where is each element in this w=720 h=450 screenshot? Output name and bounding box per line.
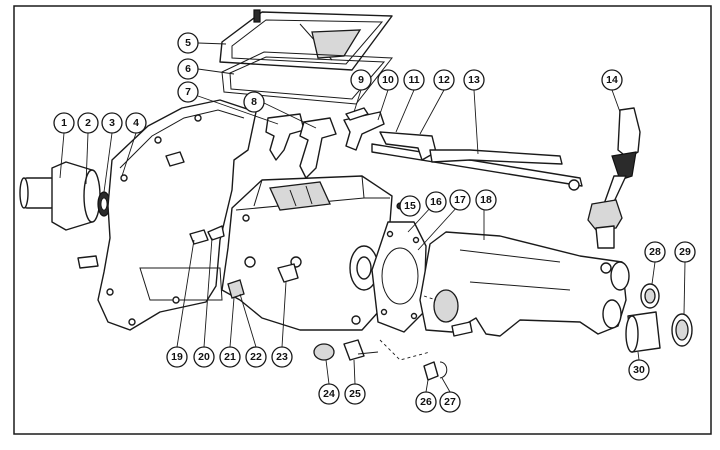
callout-number: 28	[649, 246, 661, 258]
callout-15: 15	[399, 195, 421, 217]
callout-17: 17	[449, 189, 471, 211]
callout-number: 2	[85, 117, 91, 129]
callout-18: 18	[475, 189, 497, 211]
callout-number: 14	[606, 74, 618, 86]
callout-number: 18	[480, 194, 492, 206]
callout-number: 1	[61, 117, 67, 129]
callout-24: 24	[318, 383, 340, 405]
callout-number: 29	[679, 246, 691, 258]
callout-number: 21	[224, 351, 236, 363]
callout-29: 29	[674, 241, 696, 263]
leader-lines	[59, 42, 686, 393]
assembly-guide-line	[379, 339, 431, 361]
input-shaft-assembly	[19, 161, 111, 231]
main-casing	[221, 175, 393, 331]
callout-4: 4	[125, 112, 147, 134]
callout-5: 5	[177, 32, 199, 54]
callout-number: 5	[185, 37, 191, 49]
cover-bolt	[253, 9, 261, 23]
callout-30: 30	[628, 359, 650, 381]
callout-number: 13	[468, 74, 480, 86]
selector-rods	[345, 107, 583, 191]
callout-number: 23	[276, 351, 288, 363]
callout-number: 12	[438, 74, 450, 86]
callout-1: 1	[53, 112, 75, 134]
callout-11: 11	[403, 69, 425, 91]
selector-forks	[265, 111, 385, 179]
callout-number: 4	[133, 117, 139, 129]
gear-lever	[587, 107, 641, 249]
callout-2: 2	[77, 112, 99, 134]
callout-number: 26	[420, 396, 432, 408]
callout-23: 23	[271, 346, 293, 368]
cover-gasket	[221, 51, 393, 105]
callout-number: 3	[109, 117, 115, 129]
callout-6: 6	[177, 58, 199, 80]
callout-number: 6	[185, 63, 191, 75]
callout-number: 10	[382, 74, 394, 86]
callout-7: 7	[177, 81, 199, 103]
callout-number: 19	[171, 351, 183, 363]
callout-number: 16	[430, 196, 442, 208]
callout-13: 13	[463, 69, 485, 91]
callout-22: 22	[245, 346, 267, 368]
callout-14: 14	[601, 69, 623, 91]
callout-16: 16	[425, 191, 447, 213]
callout-3: 3	[101, 112, 123, 134]
callout-21: 21	[219, 346, 241, 368]
callout-number: 24	[323, 388, 335, 400]
callout-19: 19	[166, 346, 188, 368]
callout-number: 7	[185, 86, 191, 98]
callout-number: 22	[250, 351, 262, 363]
callout-10: 10	[377, 69, 399, 91]
rear-gasket	[371, 221, 427, 333]
callout-number: 25	[349, 388, 361, 400]
callout-number: 20	[198, 351, 210, 363]
callout-27: 27	[439, 391, 461, 413]
callout-28: 28	[644, 241, 666, 263]
small-hardware	[189, 202, 473, 381]
callout-number: 15	[404, 200, 416, 212]
callout-26: 26	[415, 391, 437, 413]
callout-number: 8	[251, 96, 257, 108]
rear-extension-housing	[419, 231, 630, 337]
callout-12: 12	[433, 69, 455, 91]
callout-8: 8	[243, 91, 265, 113]
callout-number: 9	[358, 74, 364, 86]
callout-number: 27	[444, 396, 456, 408]
callout-number: 30	[633, 364, 645, 376]
rear-seals	[625, 283, 693, 353]
bell-housing	[77, 99, 257, 331]
callout-number: 11	[408, 74, 419, 86]
callout-25: 25	[344, 383, 366, 405]
figure-frame	[13, 5, 712, 435]
callout-9: 9	[350, 69, 372, 91]
assembly-guide-line	[423, 295, 437, 301]
callout-number: 17	[454, 194, 466, 206]
callout-20: 20	[193, 346, 215, 368]
